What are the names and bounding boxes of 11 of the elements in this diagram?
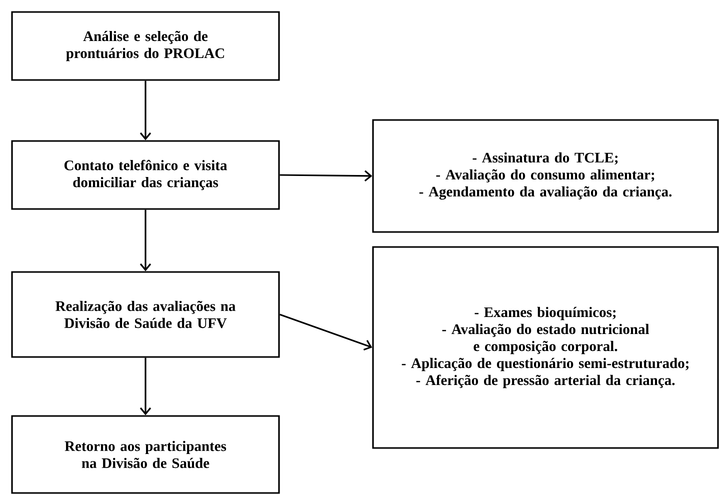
arrow	[280, 314, 372, 351]
note-box: - Assinatura do TCLE; - Avaliação do consumo alimentar; - Agendamento da avaliação da criança.	[372, 119, 719, 233]
process-box: Análise e seleção de prontuários do PROLAC	[11, 11, 280, 81]
arrow	[140, 358, 152, 416]
arrow	[140, 80, 152, 140]
process-box: Realização das avaliações na Divisão de Saúde da UFV	[11, 271, 280, 358]
note-box: - Exames bioquímicos; - Avaliação do estado nutricional e composição corporal. - Aplicação de questionário semi-estruturado; - Aferição de pressão arterial da criança.	[372, 246, 719, 449]
arrow	[140, 210, 152, 272]
process-box: Contato telefônico e visita domiciliar das crianças	[11, 140, 280, 210]
process-box: Retorno aos participantes na Divisão de Saúde	[11, 415, 280, 494]
arrow	[280, 170, 372, 182]
